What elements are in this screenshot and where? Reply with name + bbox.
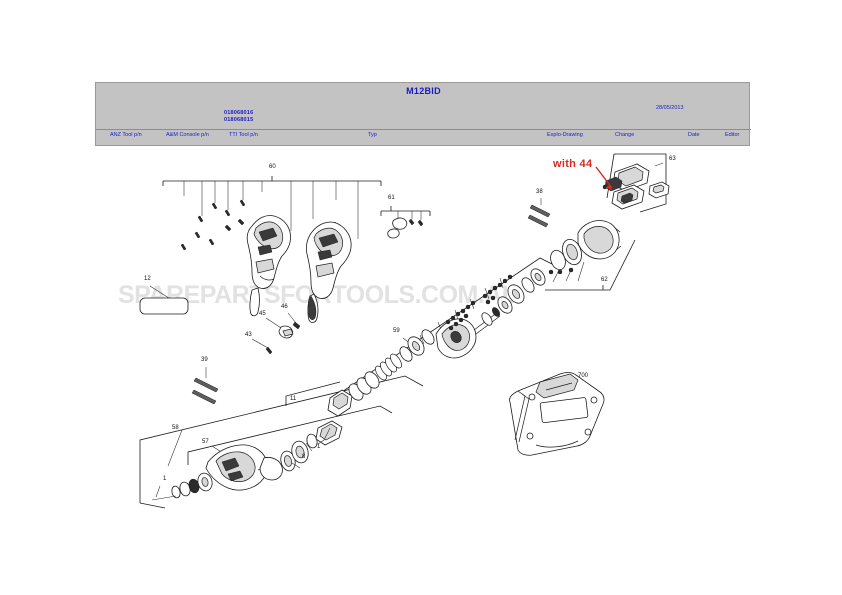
callout-label-46: 46 (281, 304, 288, 310)
column-header-change: Change (615, 132, 635, 138)
header-divider (96, 129, 751, 130)
column-header-explo-drawing: Explo-Drawing (547, 132, 583, 138)
callout-label-45: 45 (259, 311, 266, 317)
column-header-am-console-pn: A&M Console p/n (166, 132, 209, 138)
model-title: M12BID (406, 86, 441, 96)
callout-label-58: 58 (172, 425, 179, 431)
part-number-1: 018068016 (224, 110, 254, 116)
title-block-table: M12BID 018068016 018068015 28/05/2013 AN… (95, 82, 751, 146)
output-shaft-parts (151, 381, 343, 501)
callout-label-11: 11 (290, 396, 297, 402)
drill-housing-right (305, 221, 352, 323)
callout-label-12: 12 (144, 276, 151, 282)
column-header-typ: Typ (368, 132, 377, 138)
group-58-bracket (139, 375, 424, 509)
drawing-date: 28/05/2013 (656, 105, 684, 111)
callout-label-63: 63 (669, 156, 676, 162)
callout-12-nameplate (139, 285, 189, 315)
group-700-case (509, 372, 605, 456)
part-number-2: 018068015 (224, 117, 254, 123)
group-57-gearcase (187, 405, 393, 491)
column-header-anz-tool-pn: ANZ Tool p/n (110, 132, 142, 138)
column-header-editor: Editor (725, 132, 740, 138)
group-61-bracket (380, 206, 431, 239)
callout-label-39: 39 (201, 357, 208, 363)
callout-label-61: 61 (388, 195, 395, 201)
group-63-electronics (595, 153, 670, 213)
column-header-date: Date (688, 132, 700, 138)
drill-housing-left (246, 215, 291, 317)
callout-label-1-ring: 1 (163, 476, 167, 482)
callout-label-8: 8 (302, 454, 306, 460)
callout-label-62: 62 (601, 277, 608, 283)
callout-label-700: 700 (578, 373, 589, 379)
callout-label-57: 57 (202, 439, 209, 445)
group-59-gearbox-train (327, 257, 561, 417)
callout-39-screws (191, 367, 219, 405)
small-parts-45-46-43 (251, 312, 301, 355)
callout-label-43: 43 (245, 332, 252, 338)
callout-label-60: 60 (269, 164, 276, 170)
callout-label-38: 38 (536, 189, 543, 195)
with-44-annotation: with 44 (553, 158, 593, 170)
callout-label-59: 59 (393, 328, 400, 334)
callout-label-1-anvil: 1 (317, 444, 321, 450)
group-60-bracket (162, 176, 382, 251)
group-62-motor (527, 198, 636, 291)
column-header-tti-tool-pn: TTI Tool p/n (229, 132, 258, 138)
